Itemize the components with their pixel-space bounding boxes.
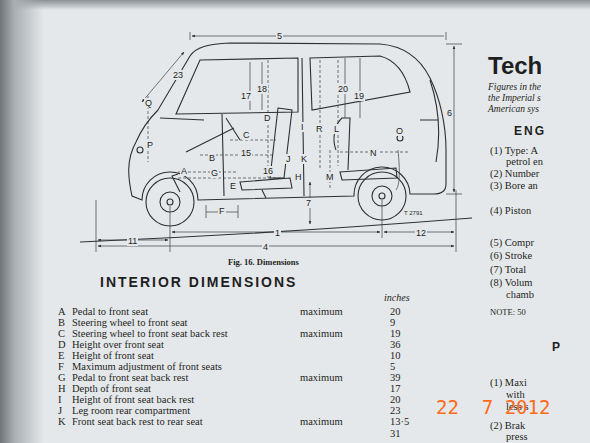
callout-label: 7	[305, 198, 312, 208]
callout-label: T 2791	[404, 210, 423, 216]
callout-label: 5	[276, 31, 283, 41]
page-text: Steering wheel to front seat	[72, 317, 187, 328]
page-text: B	[58, 317, 65, 328]
callout-label: H	[294, 172, 303, 182]
callout-label: Q	[144, 98, 153, 108]
page-text: Tech	[488, 52, 542, 80]
page-text: Depth of front seat	[72, 383, 151, 394]
page-text: 10	[390, 350, 401, 361]
page-text: 23	[390, 405, 401, 416]
page-text: 31	[390, 428, 401, 439]
page-text: D	[58, 339, 66, 350]
page-text: maximum	[300, 306, 343, 317]
callout-label: G	[210, 168, 219, 178]
page-text: press	[506, 431, 528, 442]
page-text: chamb	[506, 289, 534, 300]
page-text: maximum	[300, 372, 343, 383]
page-text: A	[58, 306, 66, 317]
page-text: maximum	[300, 328, 343, 339]
page-text: E	[58, 350, 64, 361]
page-text: Height of front seat back rest	[72, 394, 194, 405]
callout-label: 1	[274, 228, 281, 238]
page-text: 20	[390, 306, 401, 317]
callout-label: D	[263, 113, 272, 123]
page-text: (6) Stroke	[490, 250, 532, 261]
callout-label: K	[300, 154, 308, 164]
page-text: G	[58, 372, 66, 383]
callout-label: 11	[127, 236, 138, 246]
callout-label: F	[218, 206, 226, 216]
page-text: J	[58, 405, 62, 416]
callout-label: P	[146, 140, 154, 150]
page-text: (7) Total	[490, 264, 526, 275]
page-text: K	[58, 416, 66, 427]
page-text: F	[58, 361, 64, 372]
callout-label: J	[285, 154, 292, 164]
callout-label: 16	[262, 166, 274, 176]
callout-label: A	[180, 166, 188, 176]
page-text: (4) Piston	[490, 205, 531, 216]
page-text: (2) Brak	[490, 420, 525, 431]
page-text: (5) Compr	[490, 237, 534, 248]
page-text: (1) Maxi	[490, 377, 527, 388]
page-text: P	[552, 340, 562, 354]
page-text: Height over front seat	[72, 339, 164, 350]
page-text: 20	[390, 394, 401, 405]
page-text: 36	[390, 339, 401, 350]
callout-label: M	[325, 172, 335, 182]
page-text: maximum	[300, 416, 343, 427]
page-text: 5	[390, 361, 395, 372]
page-text: American sys	[488, 104, 539, 114]
page-text: (8) Volum	[490, 277, 533, 288]
page-text: C	[58, 328, 65, 339]
page-text: inches	[384, 292, 410, 303]
page-text: ENG	[514, 124, 546, 138]
figure-caption: Fig. 16. Dimensions	[228, 257, 299, 267]
page-text: NOTE: 50	[490, 307, 526, 317]
page-text: Steering wheel to front seat back rest	[72, 328, 228, 339]
page-text: 39	[390, 372, 401, 383]
page-text: 9	[390, 317, 395, 328]
page-text: Pedal to front seat back rest	[72, 372, 188, 383]
callout-label: 15	[240, 148, 252, 158]
page-text: 13·5	[390, 416, 409, 427]
page-text: Front seat back rest to rear seat	[72, 416, 203, 427]
page-text: Height of front seat	[72, 350, 154, 361]
callout-label: N	[369, 148, 378, 158]
callout-label: L	[333, 124, 340, 134]
callout-label: 17	[240, 91, 252, 101]
page-text: Leg room rear compartment	[72, 405, 190, 416]
page-text: Maximum adjustment of front seats	[72, 361, 222, 372]
callout-label: B	[208, 153, 216, 163]
callout-label: 6	[446, 108, 453, 118]
page-text: the Imperial s	[488, 93, 541, 103]
page-text: Pedal to front seat	[72, 306, 148, 317]
page-text: (1) Type: A	[490, 145, 538, 156]
callout-label: 12	[415, 228, 427, 238]
callout-label: 23	[172, 70, 184, 80]
page-text: H	[58, 383, 66, 394]
callout-label: O	[395, 126, 404, 136]
callout-label: 19	[353, 91, 365, 101]
callout-label: 4	[262, 242, 269, 252]
callout-label: 18	[256, 84, 268, 94]
page-text: 17	[390, 383, 401, 394]
callout-label: E	[229, 181, 237, 191]
page-text: I	[58, 394, 62, 405]
date-stamp: 22 7 2012	[436, 396, 550, 418]
page-text: INTERIOR DIMENSIONS	[100, 274, 297, 290]
callout-label: R	[315, 124, 324, 134]
page-text: 19	[390, 328, 401, 339]
page-text: petrol en	[506, 156, 543, 167]
page-text: (2) Number	[490, 168, 539, 179]
callout-label: 20	[337, 84, 349, 94]
page-text: Figures in the	[488, 82, 541, 92]
callout-label: C	[242, 130, 251, 140]
page-text: (3) Bore an	[490, 180, 538, 191]
callout-label: I	[300, 122, 305, 132]
